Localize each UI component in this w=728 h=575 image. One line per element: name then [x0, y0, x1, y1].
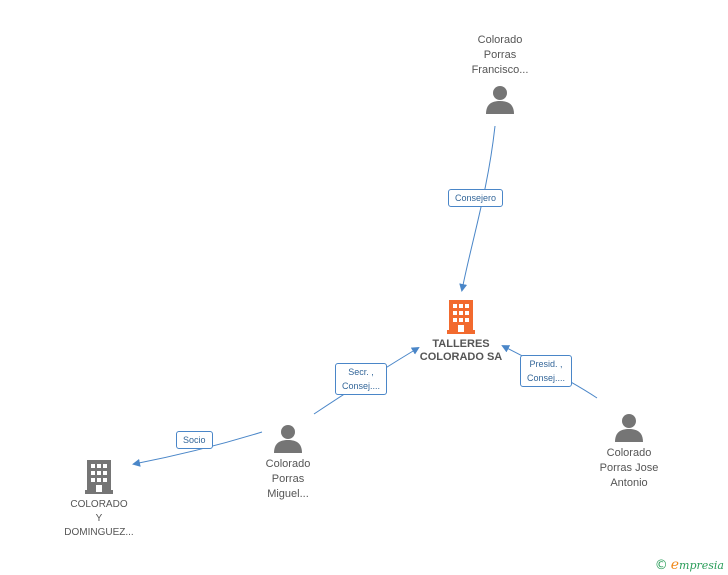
edge-label-consejero[interactable]: Consejero: [448, 189, 504, 207]
building-icon: [85, 460, 113, 494]
edge-label-presid-consej[interactable]: Presid. , Consej....: [520, 355, 573, 387]
company-name: TALLERES COLORADO SA: [419, 338, 503, 363]
building-icon: [447, 300, 475, 334]
person-name: Colorado Porras Miguel...: [265, 458, 311, 500]
empresia-logo: ©empresia: [655, 557, 724, 573]
company-node-talleres-colorado[interactable]: TALLERES COLORADO SA: [396, 300, 526, 364]
brand-initial: e: [670, 557, 680, 573]
person-node-miguel[interactable]: Colorado Porras Miguel...: [238, 423, 338, 502]
copyright-icon: ©: [654, 558, 668, 573]
person-node-jose-antonio[interactable]: Colorado Porras Jose Antonio: [579, 412, 679, 491]
person-name: Colorado Porras Jose Antonio: [599, 447, 659, 489]
company-name: COLORADO Y DOMINGUEZ...: [64, 499, 134, 538]
person-name: Colorado Porras Francisco...: [471, 34, 529, 76]
edge-socio: [132, 431, 263, 467]
edge-label-secr-consej[interactable]: Secr. , Consej....: [335, 363, 388, 395]
person-icon: [615, 414, 643, 442]
person-icon: [274, 425, 302, 453]
person-node-francisco[interactable]: Colorado Porras Francisco...: [450, 33, 550, 114]
brand-name: mpresia: [679, 559, 724, 572]
edge-consejero: [459, 125, 496, 292]
company-node-colorado-dominguez[interactable]: COLORADO Y DOMINGUEZ...: [49, 460, 149, 540]
edge-label-socio[interactable]: Socio: [176, 431, 213, 449]
person-icon: [486, 86, 514, 114]
